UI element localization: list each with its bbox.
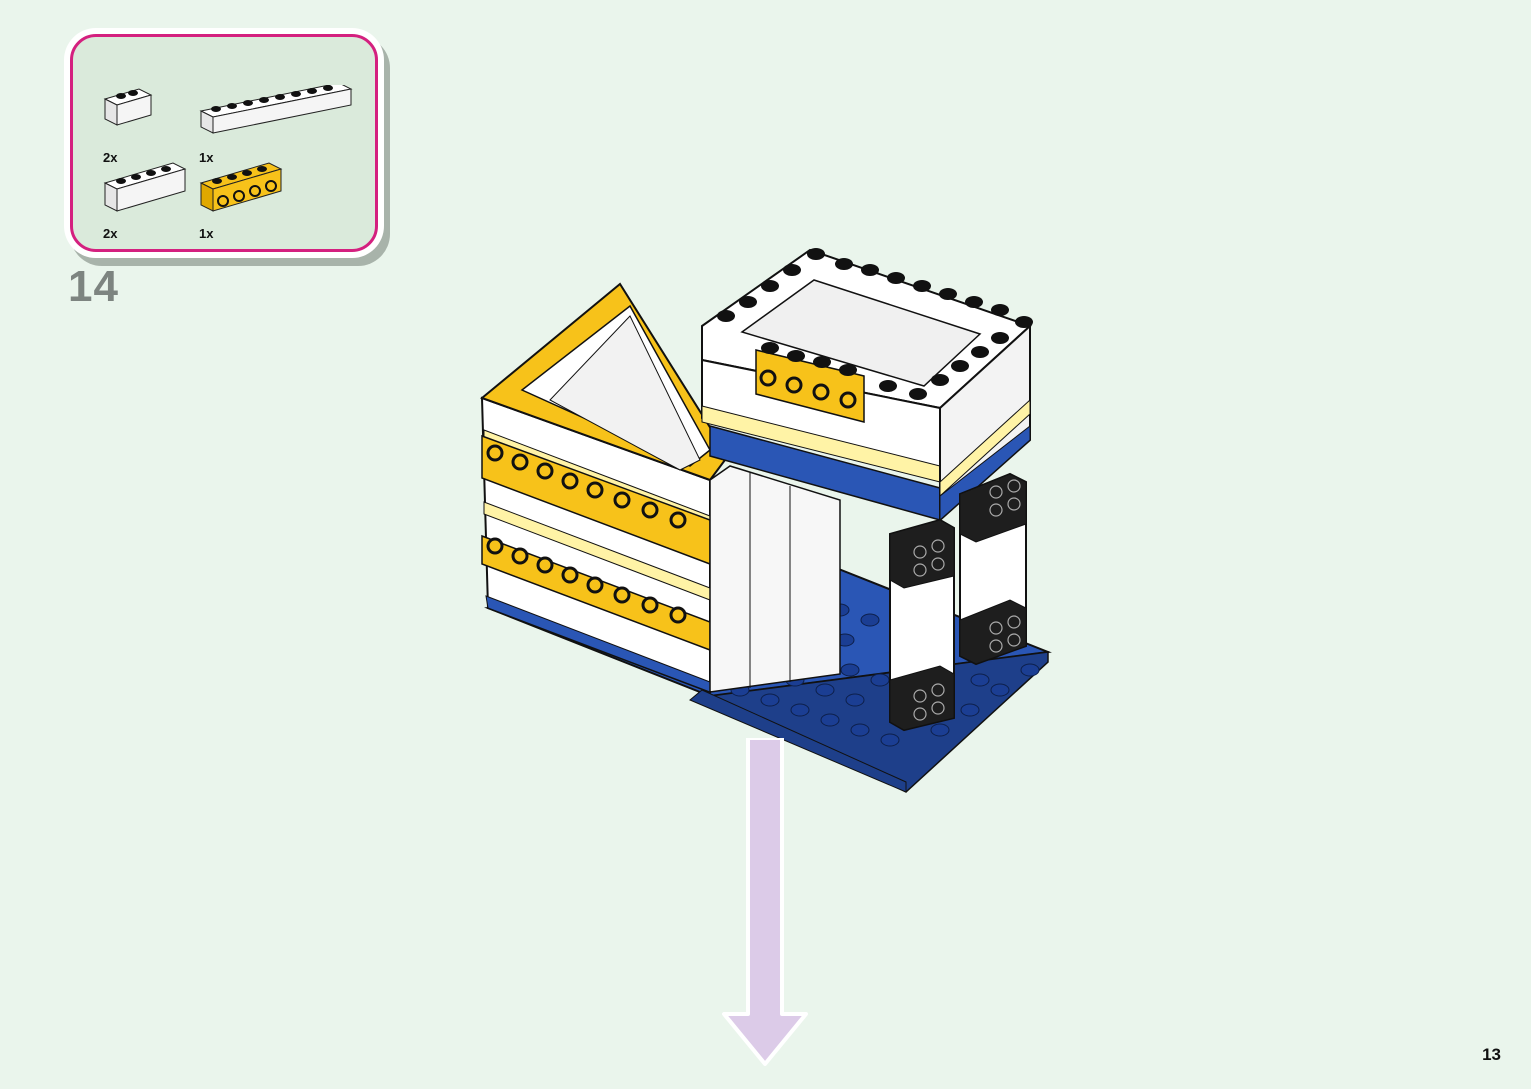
part-quantity: 2x (103, 226, 117, 241)
building-model-icon (440, 230, 1080, 810)
white-brick-1x4-icon (103, 161, 193, 221)
model-illustration (440, 230, 1080, 815)
page-number: 13 (1482, 1045, 1501, 1065)
part-yellow-technic-brick-1x4: 1x (199, 161, 289, 241)
yellow-technic-brick-icon (199, 161, 289, 221)
part-quantity: 1x (199, 226, 213, 241)
white-brick-1x2-icon (103, 85, 163, 135)
parts-list-panel: 2x 1x 2x (70, 34, 378, 252)
part-white-brick-1x8: 1x (199, 85, 359, 165)
arrow-down-icon (720, 738, 810, 1074)
step-number: 14 (68, 262, 119, 312)
part-white-brick-1x2: 2x (103, 85, 193, 165)
white-brick-1x8-icon (199, 85, 359, 145)
part-white-brick-1x4: 2x (103, 161, 193, 241)
assembly-arrow (720, 738, 810, 1079)
